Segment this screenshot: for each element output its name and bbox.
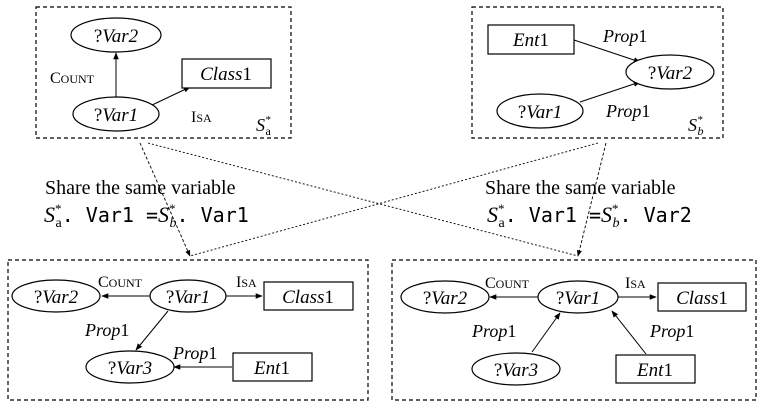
node-ent1 — [487, 24, 575, 55]
set-label-sa: S*a — [256, 114, 272, 138]
edge-isa — [149, 86, 191, 107]
connector-sb-to-left-panel — [189, 142, 599, 257]
node-var1-label: ?Var1 — [94, 105, 138, 126]
share-right-caption: Share the same variable — [485, 177, 676, 199]
share-right: Share the same variable S*a. Var1 =S*b. … — [485, 177, 692, 231]
edge-prop-bottom — [579, 81, 641, 103]
node-var2-label: ?Var2 — [94, 26, 139, 47]
node-var1 — [149, 279, 227, 313]
label-prop-bottom: Prop1 — [605, 101, 650, 121]
connector-sa-to-left-panel — [139, 142, 191, 257]
node-ent1-label: Ent1 — [512, 30, 549, 51]
label-prop-left: Prop1 — [84, 320, 129, 340]
label-count: COUNT — [50, 70, 95, 87]
set-label-sb: S*b — [688, 114, 704, 138]
panel-bottom-left: ?Var2 ?Var1 Class1 ?Var3 Ent1 COUNT ISA … — [7, 259, 369, 401]
node-ent1 — [232, 352, 313, 382]
node-class1 — [181, 58, 272, 89]
label-isa: ISA — [236, 274, 257, 291]
panel-bottom-right-border — [391, 259, 757, 401]
node-var1 — [496, 93, 584, 129]
panel-bottom-left-border — [7, 259, 369, 401]
node-ent1-label: Ent1 — [636, 360, 673, 381]
node-class1-label: Class1 — [676, 288, 728, 309]
label-prop-top: Prop1 — [602, 26, 647, 46]
label-prop-right: Prop1 — [649, 321, 694, 341]
node-var2-label: ?Var2 — [648, 63, 693, 84]
edge-prop-right — [611, 310, 647, 355]
node-class1 — [263, 281, 354, 311]
node-var3-label: ?Var3 — [108, 358, 152, 379]
connector-sa-to-right-panel — [147, 142, 579, 257]
node-var1-label: ?Var1 — [166, 287, 210, 308]
node-var1 — [72, 96, 160, 132]
edge-prop-top — [573, 39, 641, 63]
node-var1-label: ?Var1 — [518, 102, 562, 123]
label-count: COUNT — [485, 275, 530, 292]
node-class1 — [657, 282, 747, 312]
label-prop-left: Prop1 — [471, 321, 516, 341]
node-class1-label: Class1 — [200, 64, 252, 85]
node-ent1 — [615, 354, 696, 384]
node-var2 — [11, 279, 101, 313]
share-left-caption: Share the same variable — [45, 177, 236, 199]
panel-bottom-right: ?Var2 ?Var1 Class1 ?Var3 Ent1 COUNT ISA … — [391, 259, 757, 401]
node-var3 — [471, 352, 561, 386]
node-var1 — [537, 280, 619, 314]
panel-top-right: Ent1 ?Var2 ?Var1 Prop1 Prop1 S*b — [471, 6, 724, 139]
node-class1-label: Class1 — [282, 287, 334, 308]
node-var2 — [625, 54, 715, 90]
label-isa: ISA — [191, 109, 212, 126]
edge-prop-left — [531, 312, 561, 353]
node-var2 — [70, 17, 162, 53]
share-left-equation: S*a. Var1 =S*b. Var1 — [44, 201, 249, 231]
node-var2-label: ?Var2 — [423, 288, 468, 309]
connector-sb-to-right-panel — [576, 142, 607, 257]
node-var1-label: ?Var1 — [556, 288, 600, 309]
label-prop-right: Prop1 — [172, 343, 217, 363]
node-var3-label: ?Var3 — [494, 360, 538, 381]
share-left: Share the same variable S*a. Var1 =S*b. … — [44, 177, 249, 231]
panel-top-left-border — [35, 6, 292, 139]
node-var2-label: ?Var2 — [34, 287, 79, 308]
panel-top-right-border — [471, 6, 724, 139]
node-ent1-label: Ent1 — [253, 358, 290, 379]
node-var3 — [85, 350, 175, 384]
edge-prop-left — [135, 310, 169, 351]
label-count: COUNT — [98, 274, 143, 291]
node-var2 — [400, 280, 490, 314]
label-isa: ISA — [625, 275, 646, 292]
share-right-equation: S*a. Var1 =S*b. Var2 — [487, 201, 692, 231]
panel-top-left: ?Var2 ?Var1 Class1 COUNT ISA S*a — [35, 6, 292, 139]
